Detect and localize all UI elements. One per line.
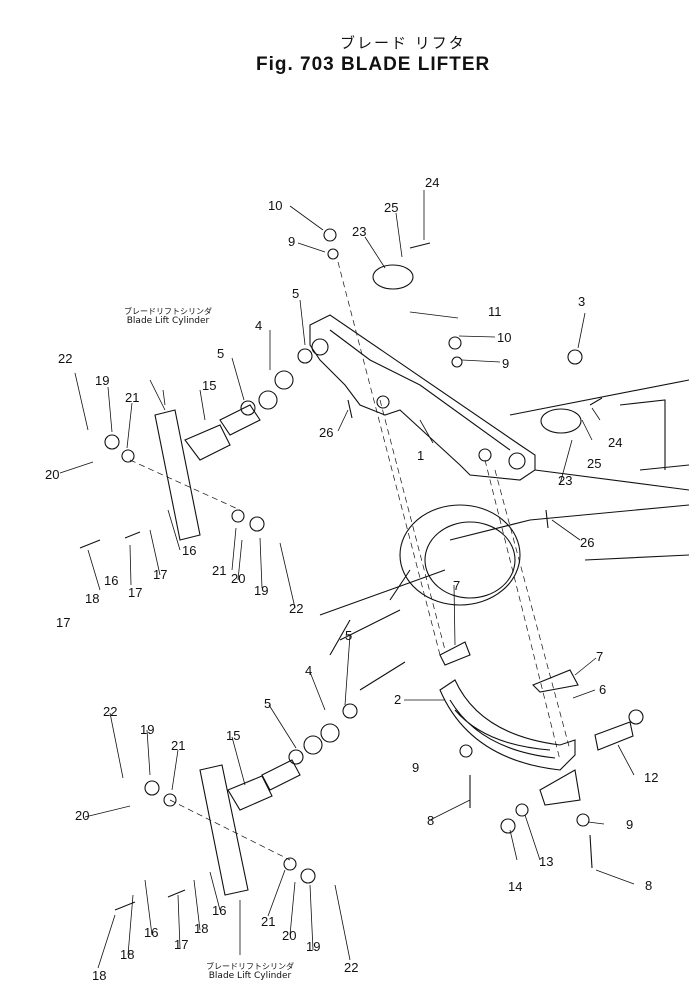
- part-label: 21: [261, 914, 275, 929]
- part-label: 17: [153, 567, 167, 582]
- part-label: 24: [608, 435, 622, 450]
- part-label: 18: [120, 947, 134, 962]
- part-label: 26: [580, 535, 594, 550]
- part-label: 15: [226, 728, 240, 743]
- part-label: 22: [289, 601, 303, 616]
- yoke-lower-rod: [261, 759, 301, 791]
- part-label: 16: [144, 925, 158, 940]
- part-label: 9: [626, 817, 633, 832]
- part-label: 3: [578, 294, 585, 309]
- callout-jp: ブレードリフトシリンダ: [124, 307, 212, 316]
- part-label: 19: [254, 583, 268, 598]
- part-label: 1: [417, 448, 424, 463]
- part-label: 21: [212, 563, 226, 578]
- part-label: 5: [217, 346, 224, 361]
- arm-bore-right: [508, 452, 526, 470]
- callout-blade-lift-cylinder-upper: ブレードリフトシリンダ Blade Lift Cylinder: [108, 307, 228, 327]
- part-label: 18: [194, 921, 208, 936]
- part-label: 5: [292, 286, 299, 301]
- frame-edge-lines: [319, 504, 689, 616]
- part-label: 12: [644, 770, 658, 785]
- part-label: 4: [255, 318, 262, 333]
- part-label: 2: [394, 692, 401, 707]
- cap-ribs: [449, 699, 556, 759]
- arm-bore-mid: [376, 395, 390, 409]
- part-label: 16: [182, 543, 196, 558]
- part-label: 20: [75, 808, 89, 823]
- part-label: 17: [128, 585, 142, 600]
- part-label: 21: [171, 738, 185, 753]
- part-label: 23: [352, 224, 366, 239]
- part-number-labels: 24 10 25 9 23 3 5 11 4 10 5 22 9 19 15 2…: [45, 175, 658, 983]
- part-label: 7: [453, 578, 460, 593]
- cap-bracket: [439, 679, 576, 771]
- cylinder-upper-body: [154, 409, 201, 541]
- lifter-arm-rib: [329, 329, 511, 451]
- part-label: 14: [508, 879, 522, 894]
- part-label: 25: [384, 200, 398, 215]
- part-label: 6: [599, 682, 606, 697]
- plate-upper: [439, 641, 471, 666]
- part-label: 9: [412, 760, 419, 775]
- part-label: 15: [202, 378, 216, 393]
- callout-en: Blade Lift Cylinder: [126, 316, 210, 327]
- part-label: 24: [425, 175, 439, 190]
- lifter-arm: [309, 314, 536, 481]
- arm-bore-left: [311, 338, 329, 356]
- part-label: 22: [344, 960, 358, 975]
- part-label: 20: [231, 571, 245, 586]
- figure-title-japanese: ブレード リフタ: [340, 34, 466, 52]
- part-label: 17: [174, 937, 188, 952]
- part-label: 13: [539, 854, 553, 869]
- part-label: 9: [502, 356, 509, 371]
- part-label: 21: [125, 390, 139, 405]
- part-label: 11: [488, 304, 502, 319]
- part-label: 5: [345, 628, 352, 643]
- yoke-lower: [227, 775, 273, 811]
- part-label: 9: [288, 234, 295, 249]
- part-label: 7: [596, 649, 603, 664]
- part-label: 16: [104, 573, 118, 588]
- callout-en: Blade Lift Cylinder: [208, 971, 292, 982]
- part-label: 19: [306, 939, 320, 954]
- part-label: 4: [305, 663, 312, 678]
- mount-ring-inner: [424, 521, 516, 599]
- part-label: 18: [85, 591, 99, 606]
- yoke-upper-rod: [219, 404, 261, 436]
- part-label: 19: [95, 373, 109, 388]
- yoke-upper: [184, 424, 231, 461]
- part-label: 23: [558, 473, 572, 488]
- callout-blade-lift-cylinder-lower: ブレードリフトシリンダ Blade Lift Cylinder: [185, 962, 315, 982]
- part-label: 8: [645, 878, 652, 893]
- part-label: 19: [140, 722, 154, 737]
- part-label: 10: [268, 198, 282, 213]
- part-label: 22: [58, 351, 72, 366]
- part-label: 20: [282, 928, 296, 943]
- arm-bore-mid2: [478, 448, 492, 462]
- part-label: 17: [56, 615, 70, 630]
- ball-stud-ball: [628, 709, 644, 725]
- part-label: 16: [212, 903, 226, 918]
- part-label: 5: [264, 696, 271, 711]
- figure-title: Fig. 703 BLADE LIFTER: [256, 54, 491, 75]
- mount-ring: [399, 504, 521, 606]
- part-label: 10: [497, 330, 511, 345]
- part-label: 18: [92, 968, 106, 983]
- callout-jp: ブレードリフトシリンダ: [206, 962, 294, 971]
- part-label: 20: [45, 467, 59, 482]
- cap-foot: [539, 769, 581, 806]
- plate-lower: [532, 669, 579, 693]
- part-label: 22: [103, 704, 117, 719]
- ball-stud-shank: [594, 721, 634, 751]
- part-label: 25: [587, 456, 601, 471]
- cylinder-lower-body: [199, 764, 249, 896]
- part-label: 8: [427, 813, 434, 828]
- part-label: 26: [319, 425, 333, 440]
- frame-outline: [509, 379, 689, 561]
